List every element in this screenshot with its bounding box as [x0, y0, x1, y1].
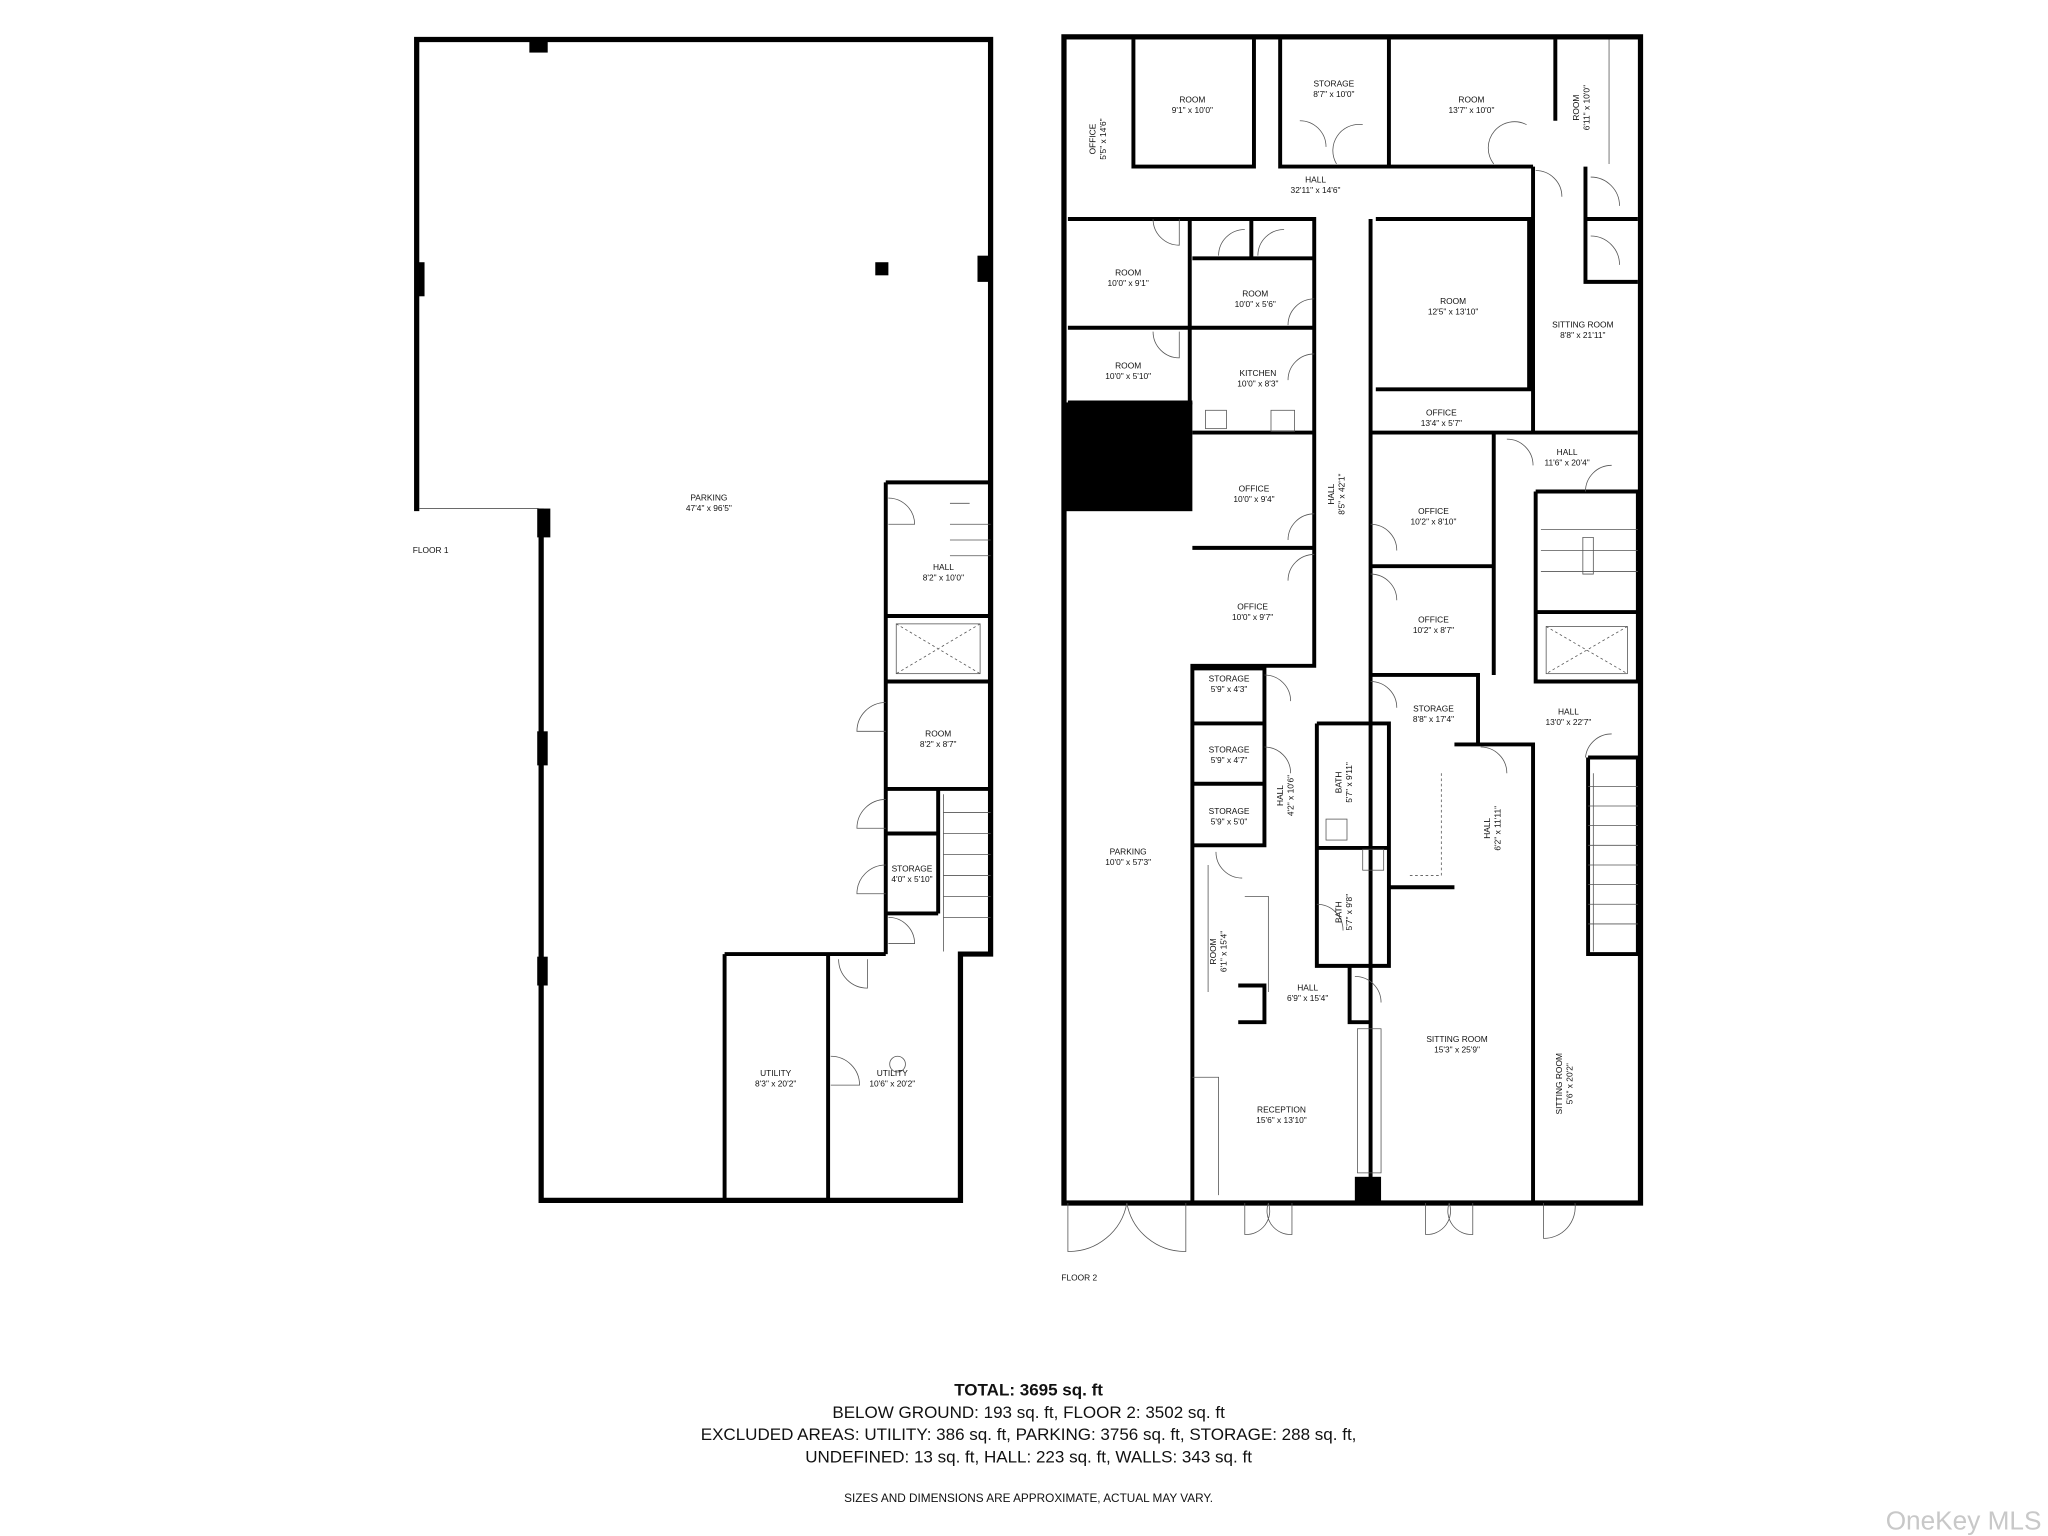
floor-2-label: FLOOR 2: [1061, 1272, 1097, 1282]
area-line-2: EXCLUDED AREAS: UTILITY: 386 sq. ft, PAR…: [701, 1425, 1357, 1444]
area-line-3: UNDEFINED: 13 sq. ft, HALL: 223 sq. ft, …: [805, 1447, 1252, 1466]
room-label: ROOM6'1" x 15'4": [1208, 931, 1228, 972]
total-area: TOTAL: 3695 sq. ft: [954, 1381, 1103, 1400]
room-label: HALL4'2" x 10'6": [1275, 775, 1295, 816]
room-label: HALL6'2" x 11'11": [1482, 806, 1502, 851]
disclaimer: SIZES AND DIMENSIONS ARE APPROXIMATE, AC…: [844, 1492, 1213, 1505]
watermark: OneKey MLS: [1886, 1505, 2042, 1535]
floor-1-label: FLOOR 1: [413, 545, 449, 555]
room-label: BATH5'7" x 9'8": [1334, 894, 1354, 931]
room-label: BATH5'7" x 9'11": [1334, 762, 1354, 803]
room-label: SITTING ROOM5'6" x 20'2": [1554, 1053, 1574, 1114]
room-label: HALL8'5" x 42'1": [1326, 473, 1346, 514]
area-summary: TOTAL: 3695 sq. ft BELOW GROUND: 193 sq.…: [701, 1381, 1357, 1505]
room-label: ROOM6'11" x 10'0": [1571, 85, 1591, 130]
room-label: OFFICE5'5" x 14'6": [1087, 118, 1107, 159]
area-line-1: BELOW GROUND: 193 sq. ft, FLOOR 2: 3502 …: [832, 1403, 1225, 1422]
